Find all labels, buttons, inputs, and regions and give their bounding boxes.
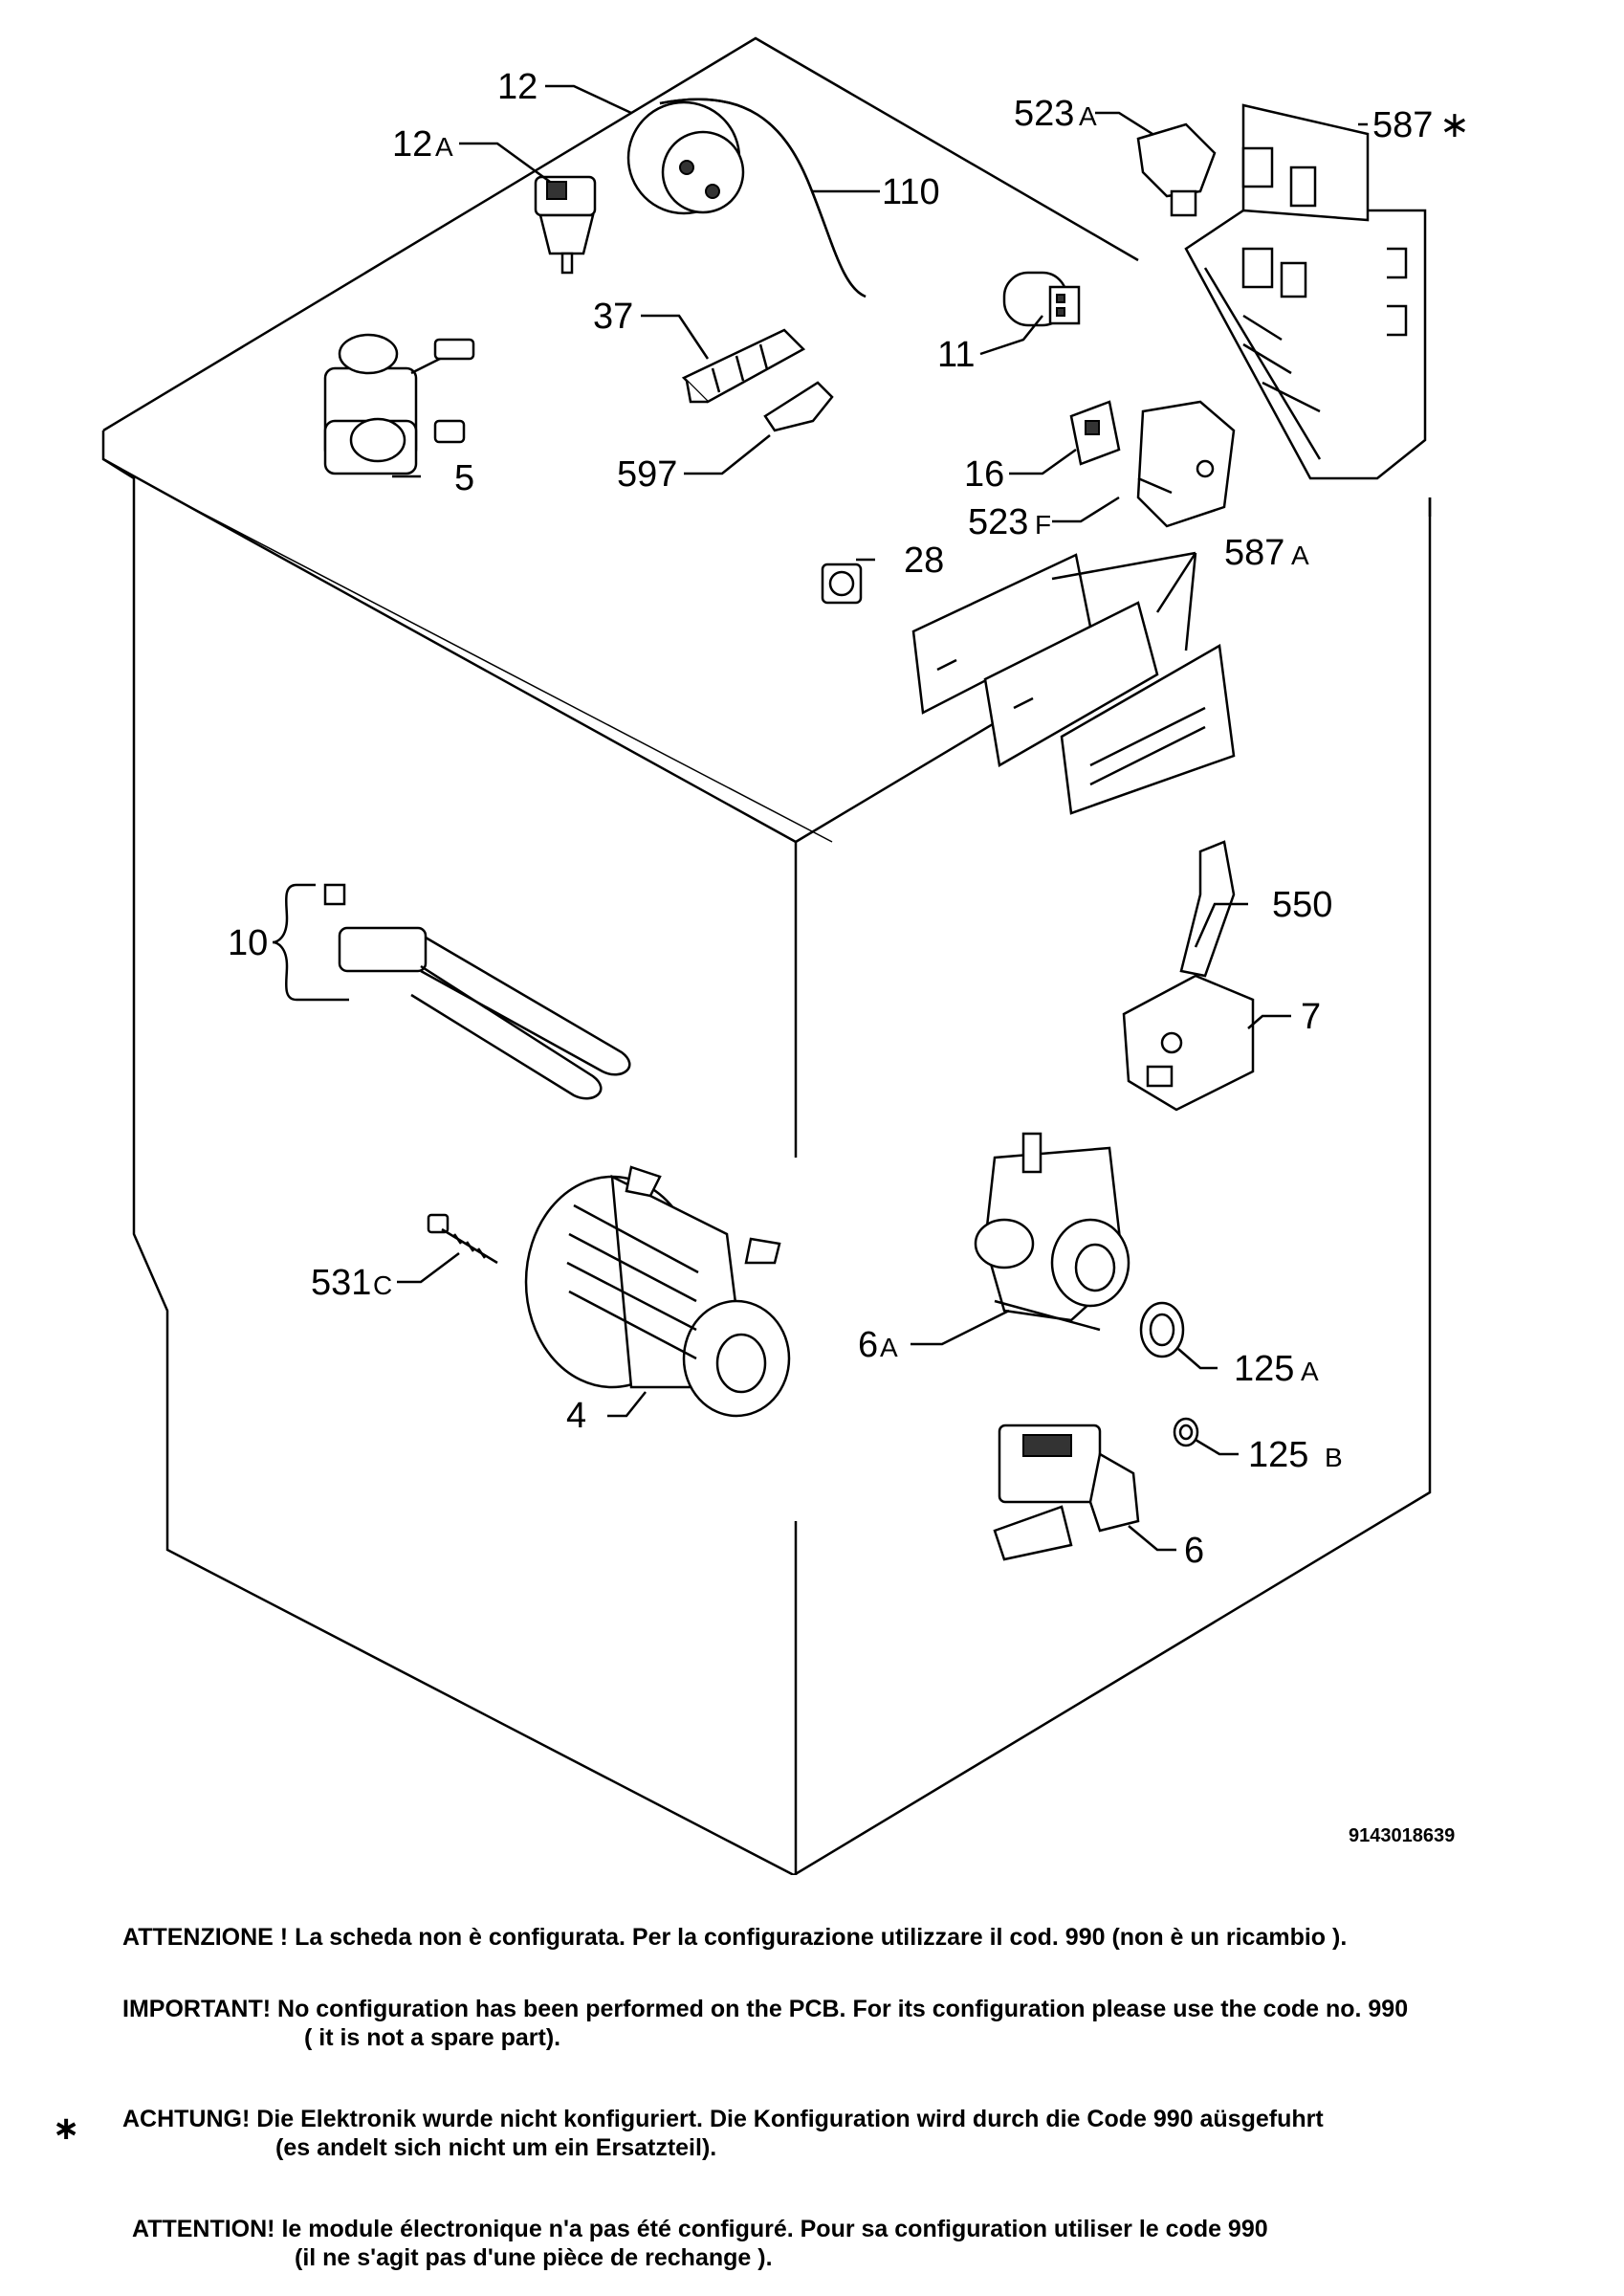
seal-part-125a xyxy=(1139,1301,1185,1358)
bolt-part-531c xyxy=(427,1213,498,1265)
pump-part-6a xyxy=(974,1132,1130,1332)
note-german-line1: ACHTUNG! Die Elektronik wurde nicht konf… xyxy=(122,2106,1324,2132)
label-10: 10 xyxy=(228,923,268,963)
label-597: 597 xyxy=(617,454,677,495)
label-37: 37 xyxy=(593,297,633,337)
connector-block-part-37 xyxy=(681,328,806,404)
label-125a-suffix: A xyxy=(1301,1357,1319,1386)
main-pcb-part-587 xyxy=(1184,103,1427,480)
label-587a: 587 xyxy=(1224,533,1284,573)
label-523a-suffix: A xyxy=(1079,101,1097,131)
label-6: 6 xyxy=(1184,1531,1204,1571)
switch-part-7 xyxy=(1122,974,1255,1112)
label-531c: 531 xyxy=(311,1263,371,1303)
note-italian-text: ATTENZIONE ! La scheda non è configurata… xyxy=(122,1924,1348,1951)
note-english-line1: IMPORTANT! No configuration has been per… xyxy=(122,1996,1409,2022)
label-587-asterisk: 587 xyxy=(1372,105,1433,145)
note-german-line2: (es andelt sich nicht um ein Ersatzteil)… xyxy=(275,2134,717,2161)
label-12: 12 xyxy=(497,67,538,107)
note-french-line1: ATTENTION! le module électronique n'a pa… xyxy=(132,2216,1268,2242)
label-4: 4 xyxy=(566,1396,586,1436)
label-12a-suffix: A xyxy=(435,132,453,162)
note-german: ACHTUNG! Die Elektronik wurde nicht konf… xyxy=(122,2105,1324,2162)
leader-lines xyxy=(392,84,1368,1552)
pressure-sensor-part-12a xyxy=(534,175,597,275)
lever-part-550 xyxy=(1179,840,1236,978)
label-5: 5 xyxy=(454,458,474,498)
seal-part-125b xyxy=(1173,1417,1199,1447)
door-lock-part-523f xyxy=(1136,400,1236,528)
note-english: IMPORTANT! No configuration has been per… xyxy=(122,1995,1408,2052)
label-531c-suffix: C xyxy=(373,1270,392,1300)
label-11: 11 xyxy=(937,335,975,375)
label-125b: 125 xyxy=(1248,1435,1308,1475)
label-523f-suffix: F xyxy=(1035,510,1051,540)
pressure-switch-part-12 xyxy=(626,98,867,298)
label-523a: 523 xyxy=(1014,94,1074,134)
label-587a-suffix: A xyxy=(1291,541,1309,570)
inlet-valve-part-5 xyxy=(323,333,475,475)
label-6a-suffix: A xyxy=(880,1333,898,1362)
drawing-code: 9143018639 xyxy=(1349,1825,1455,1846)
configuration-notes: ATTENZIONE ! La scheda non è configurata… xyxy=(0,1904,1624,2296)
label-16: 16 xyxy=(964,454,1004,495)
label-28: 28 xyxy=(904,541,944,581)
label-12a: 12 xyxy=(392,124,432,165)
exploded-parts-diagram: 12 12 A 110 523 A 587 ∗ 37 11 5 597 16 5… xyxy=(101,36,1470,1875)
label-125a: 125 xyxy=(1234,1349,1294,1389)
motor-part-4 xyxy=(524,1165,791,1418)
switch-part-523a xyxy=(1136,122,1217,217)
label-550: 550 xyxy=(1272,885,1332,925)
note-italian: ATTENZIONE ! La scheda non è configurata… xyxy=(122,1923,1347,1952)
label-110: 110 xyxy=(882,172,940,212)
label-6a: 6 xyxy=(858,1325,878,1365)
note-french: ATTENTION! le module électronique n'a pa… xyxy=(132,2215,1268,2272)
label-587-asterisk-suffix: ∗ xyxy=(1439,103,1470,145)
clip-part-597 xyxy=(763,381,834,432)
pcb-panels-part-587a xyxy=(911,553,1236,815)
note-english-line2: ( it is not a spare part). xyxy=(304,2024,561,2051)
asterisk-marker: ∗ xyxy=(53,2109,80,2148)
cabinet-outline xyxy=(101,36,1432,1875)
label-523f: 523 xyxy=(968,502,1028,542)
part-labels: 12 12 A 110 523 A 587 ∗ 37 11 5 597 16 5… xyxy=(228,67,1470,1846)
note-french-line2: (il ne s'agit pas d'une pièce de rechang… xyxy=(295,2244,773,2271)
gasket-part-28 xyxy=(821,563,863,605)
door-lock-part-16 xyxy=(1069,400,1121,466)
capacitor-part-11 xyxy=(1002,271,1081,327)
label-125b-suffix: B xyxy=(1325,1443,1343,1472)
drain-pump-part-6 xyxy=(993,1424,1140,1561)
label-7: 7 xyxy=(1301,997,1321,1037)
heater-part-10 xyxy=(272,883,631,1100)
